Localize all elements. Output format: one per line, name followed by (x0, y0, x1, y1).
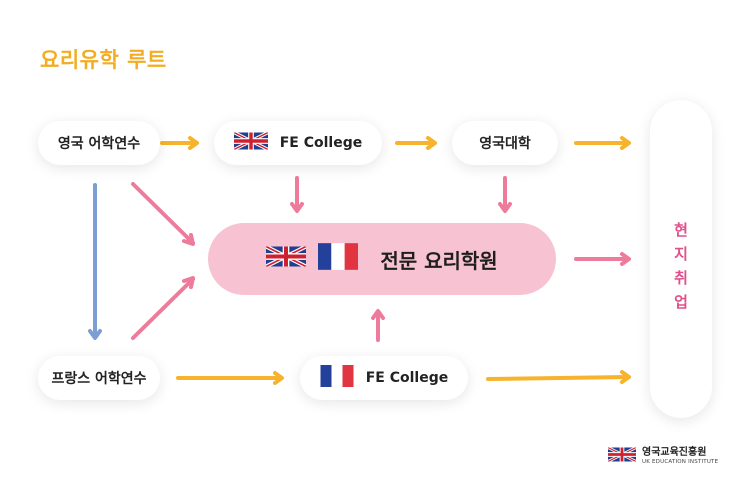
node-label: 프랑스 어학연수 (51, 371, 147, 387)
uk-flag-icon (233, 130, 268, 156)
job-label: 현 지 취 업 (674, 221, 688, 311)
arrow-center-to-job (574, 252, 631, 266)
arrow-uk-language-to-fe-college (160, 136, 199, 150)
node-france-language-course: 프랑스 어학연수 (38, 356, 160, 400)
arrow-uk-fe-college-to-center (290, 176, 304, 213)
node-culinary-school: 전문 요리학원 (208, 223, 556, 295)
node-local-employment: 현 지 취 업 (650, 100, 712, 418)
arrow-france-fe-college-to-center (371, 309, 385, 342)
uk-education-institute-logo: 영국교육진흥원 UK EDUCATION INSTITUTE (608, 446, 718, 467)
arrow-france-language-to-center (131, 276, 195, 340)
uk-flag-icon (266, 243, 307, 275)
node-uk-fe-college: FE College (214, 121, 382, 165)
node-uk-language-course: 영국 어학연수 (38, 121, 160, 165)
arrow-uk-university-to-center (498, 176, 512, 213)
arrow-fe-college-to-uk-university (395, 136, 437, 150)
arrow-uk-language-to-center (131, 182, 195, 246)
node-label: FE College (279, 135, 363, 151)
diagram-title: 요리유학 루트 (40, 48, 167, 72)
node-uk-university: 영국대학 (452, 121, 558, 165)
node-label: 영국대학 (479, 136, 531, 152)
arrow-france-language-to-fe-college (176, 371, 284, 385)
arrow-uk-university-to-job (574, 136, 631, 150)
node-label: 영국 어학연수 (57, 136, 141, 152)
arrow-uk-language-to-france-language (88, 183, 102, 340)
node-france-fe-college: FE College (300, 356, 468, 400)
uk-flag-icon (608, 446, 636, 467)
node-label: FE College (365, 370, 449, 386)
logo-name-korean: 영국교육진흥원 (642, 446, 707, 458)
france-flag-icon (318, 243, 359, 275)
logo-name-english: UK EDUCATION INSTITUTE (642, 458, 719, 465)
arrow-france-fe-college-to-job (486, 370, 631, 384)
france-flag-icon (320, 365, 354, 391)
center-label: 전문 요리학원 (380, 248, 498, 273)
